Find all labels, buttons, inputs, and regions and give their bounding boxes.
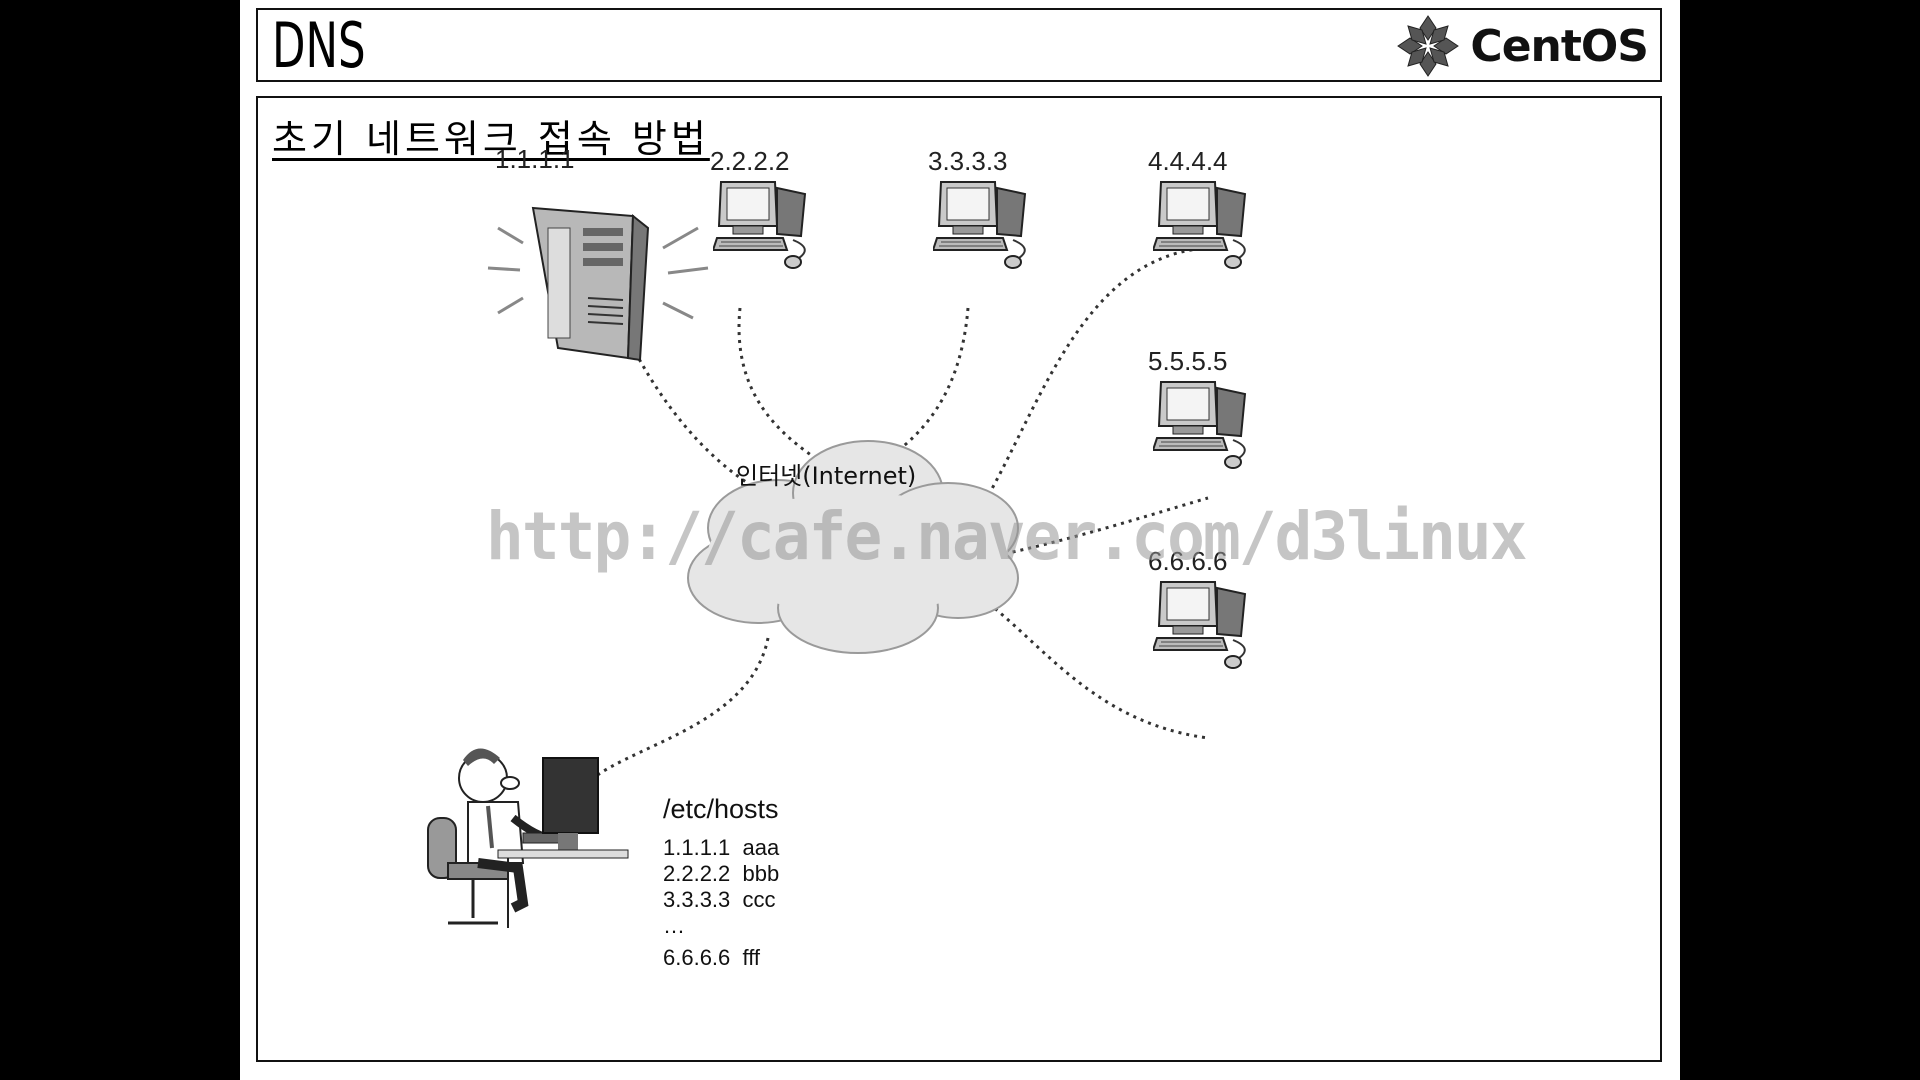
pc-ip-label: 2.2.2.2 bbox=[710, 146, 790, 176]
hosts-file-title: /etc/hosts bbox=[663, 794, 779, 824]
watermark: http://cafe.naver.com/d3linux bbox=[486, 498, 1528, 575]
hosts-file: /etc/hosts 1.1.1.1 aaa 2.2.2.2 bbb 3.3.3… bbox=[663, 794, 779, 971]
link-pc-6 bbox=[917, 566, 1209, 740]
hosts-file-line: 1.1.1.1 aaa bbox=[663, 835, 780, 860]
server-ip-label: 1.1.1.1 bbox=[495, 144, 575, 174]
desktop-computer-icon bbox=[713, 181, 807, 269]
pc-ip-label: 3.3.3.3 bbox=[928, 146, 1008, 176]
link-pc-3 bbox=[847, 307, 970, 485]
user-computer-icon bbox=[427, 748, 629, 928]
link-user bbox=[574, 637, 770, 799]
link-pc-2 bbox=[737, 307, 850, 484]
network-diagram bbox=[427, 206, 1209, 928]
desktop-computer-icon bbox=[1153, 181, 1247, 269]
header-box: DNS CentOS bbox=[256, 8, 1662, 82]
desktop-computer-icon bbox=[1153, 381, 1247, 469]
link-pc-4 bbox=[917, 246, 1209, 570]
desktop-computer-icon bbox=[933, 181, 1027, 269]
page-title: DNS bbox=[272, 9, 366, 82]
desktop-computer-icon bbox=[1153, 581, 1247, 669]
cloud-label: 인터넷(Internet) bbox=[736, 462, 917, 490]
slide: DNS CentOS bbox=[240, 0, 1680, 1080]
pc-ip-label: 6.6.6.6 bbox=[1148, 546, 1228, 576]
hosts-file-line: 2.2.2.2 bbb bbox=[663, 861, 780, 886]
hosts-file-line: 3.3.3.3 ccc bbox=[663, 887, 776, 912]
section-subtitle: 초기 네트워크 접속 방법 bbox=[272, 117, 710, 161]
internet-cloud-icon bbox=[687, 440, 1019, 654]
logo-text: CentOS bbox=[1470, 20, 1649, 72]
pc-ip-label: 5.5.5.5 bbox=[1148, 346, 1228, 376]
centos-emblem-icon bbox=[1397, 15, 1460, 77]
hosts-file-line: 6.6.6.6 fff bbox=[663, 945, 761, 970]
centos-logo: CentOS bbox=[1396, 15, 1649, 77]
server-icon bbox=[487, 206, 709, 362]
pc-ip-label: 4.4.4.4 bbox=[1148, 146, 1228, 176]
hosts-file-line: … bbox=[663, 913, 685, 938]
link-server bbox=[626, 337, 859, 520]
content-box: 초기 네트워크 접속 방법 1.1.1.1 2.2.2.2 3.3.3.3 4.… bbox=[256, 96, 1662, 1062]
